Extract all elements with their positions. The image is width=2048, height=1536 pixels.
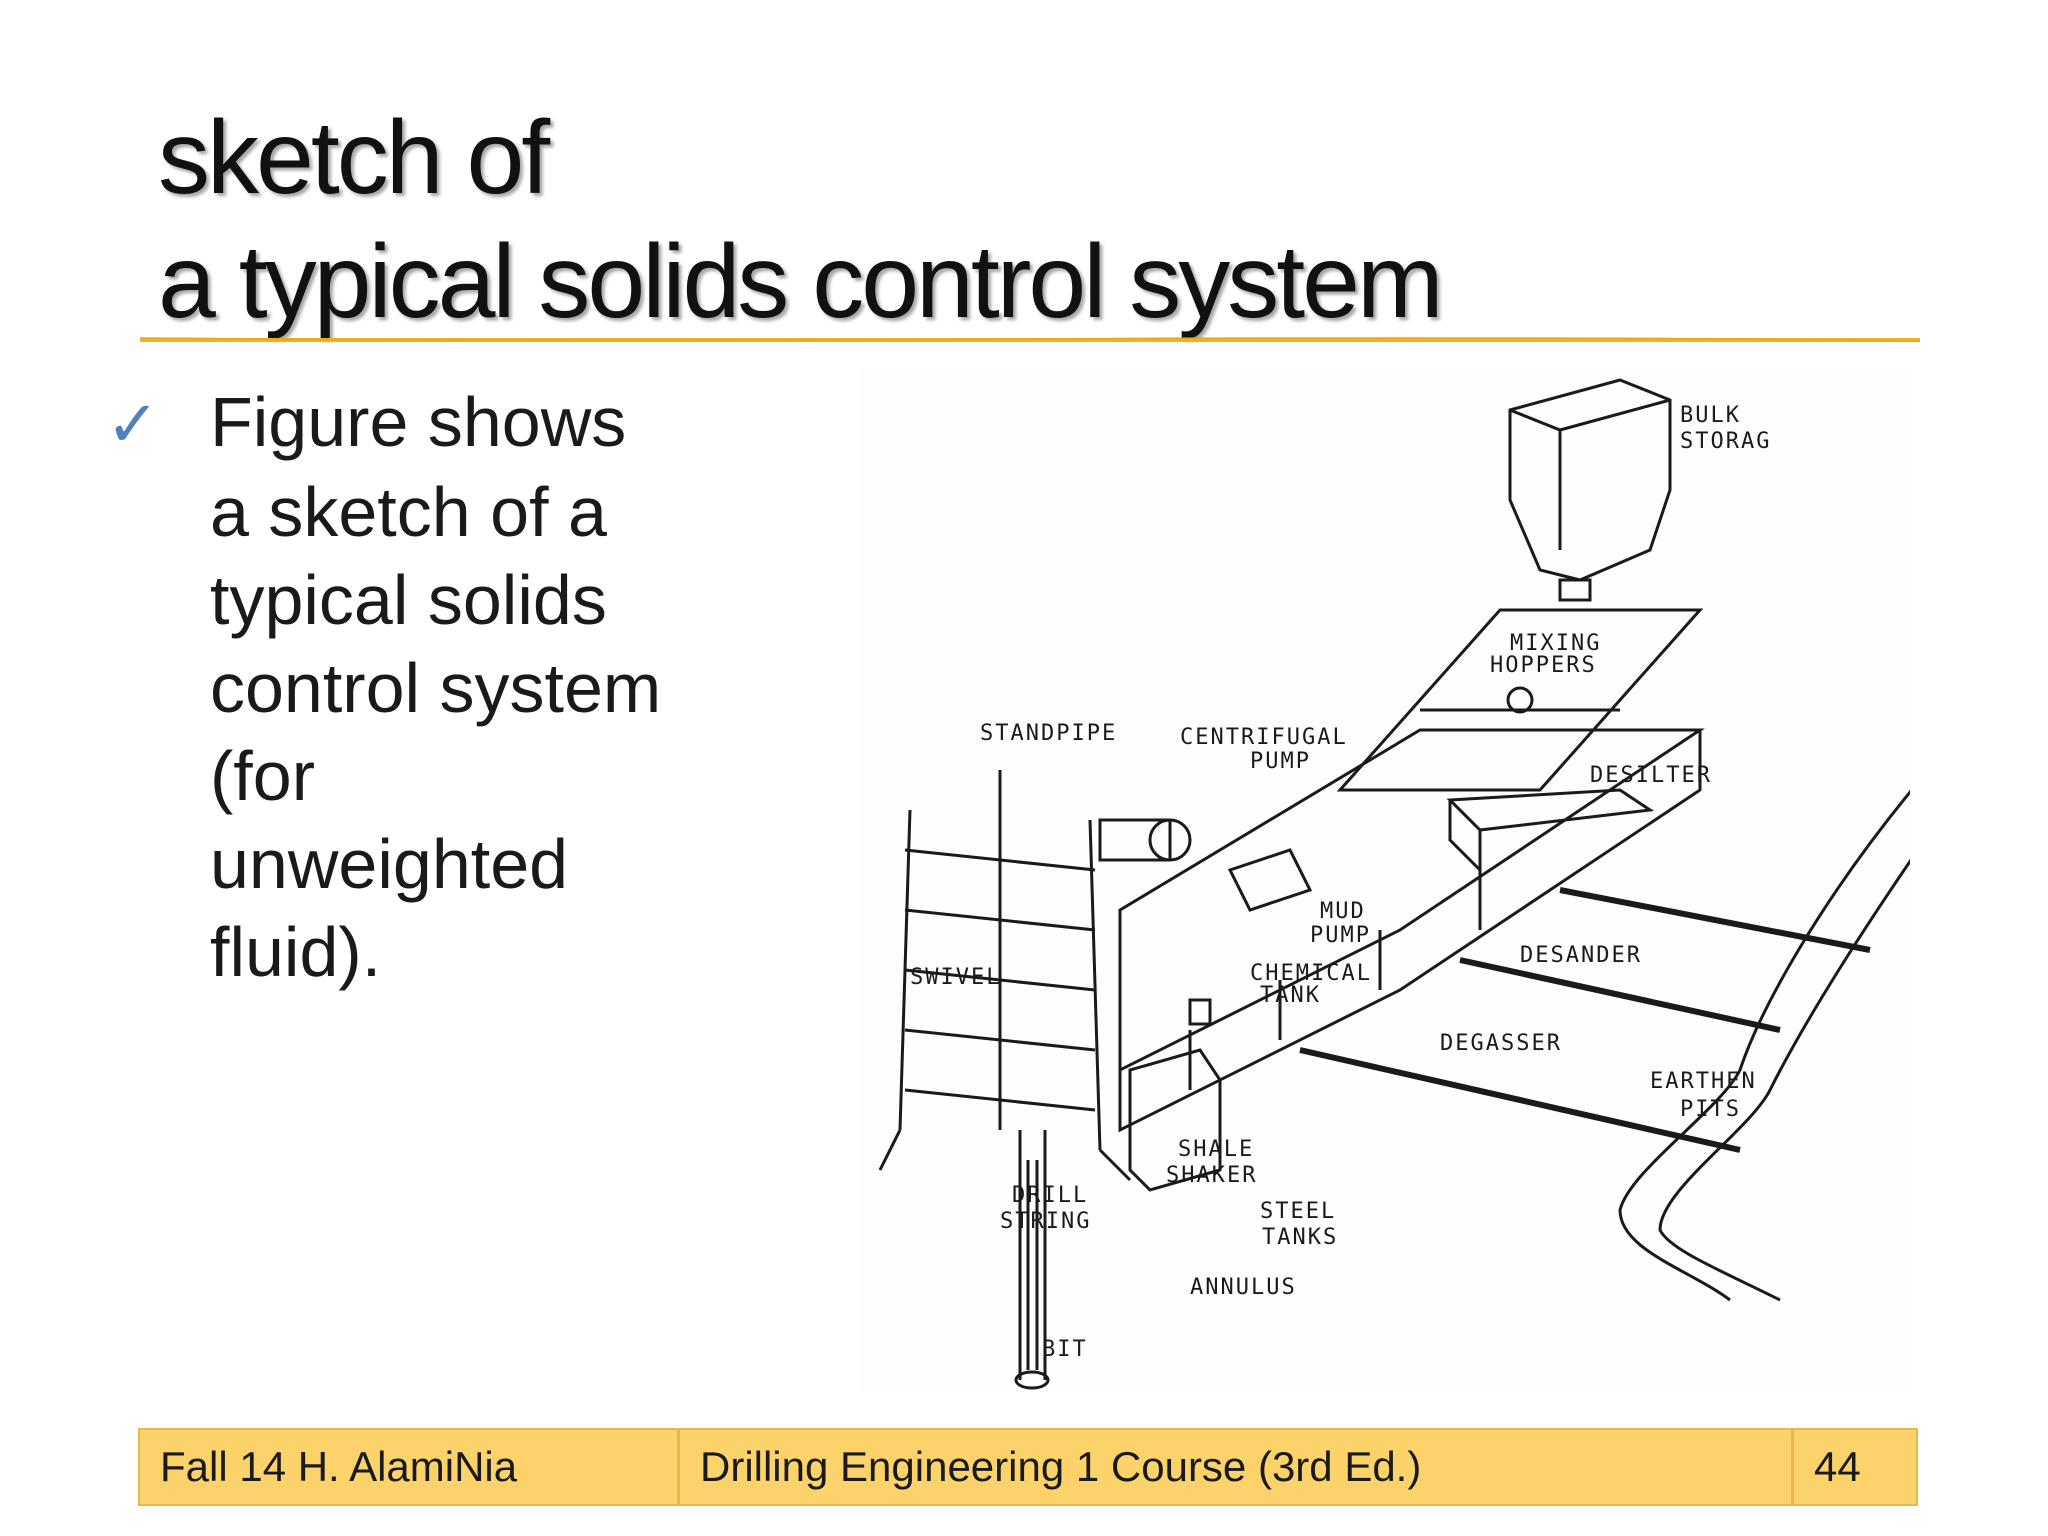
label-mud-pump-1: MUD [1320, 899, 1366, 924]
label-desander: DESANDER [1520, 943, 1642, 968]
label-bulk-storage-1: BULK [1680, 403, 1741, 428]
bullet-line-7: fluid). [210, 913, 382, 991]
label-drill-string-2: STRING [1000, 1209, 1091, 1234]
label-annulus: ANNULUS [1190, 1275, 1297, 1300]
slide-footer: Fall 14 H. AlamiNia Drilling Engineering… [138, 1428, 1918, 1506]
desilter-unit [1446, 788, 1655, 874]
footer-course: Drilling Engineering 1 Course (3rd Ed.) [680, 1430, 1794, 1504]
footer-page-number: 44 [1814, 1443, 1861, 1490]
label-mud-pump-2: PUMP [1310, 923, 1371, 948]
label-steel-tanks-2: TANKS [1262, 1225, 1338, 1250]
label-earthen-pits-1: EARTHEN [1650, 1069, 1757, 1094]
label-drill-string-1: DRILL [1012, 1183, 1088, 1208]
slide-title-line-1: sketch of [158, 100, 550, 216]
solids-control-system-figure: BULK STORAG MIXING HOPPERS STANDPIPE CEN… [860, 370, 1962, 1390]
bullet-line-5: (for [210, 737, 315, 815]
bullet-line-2: a sketch of a [210, 473, 607, 551]
label-steel-tanks-1: STEEL [1260, 1199, 1336, 1224]
slide-title: sketch of a typical solids control syste… [158, 96, 1908, 344]
desander-discharge [1459, 957, 1781, 1033]
drill-string [1014, 1130, 1050, 1390]
title-divider [140, 336, 1920, 342]
chemical-tank [1188, 998, 1212, 1026]
centrifugal-pump [1098, 818, 1192, 862]
label-earthen-pits-2: PITS [1680, 1097, 1741, 1122]
bullet-paragraph: ✓ Figure shows a sketch of a typical soli… [106, 378, 718, 996]
shale-shaker-discharge [1299, 1047, 1741, 1153]
bullet-line-1: Figure shows [210, 383, 627, 461]
label-centrifugal-pump-2: PUMP [1250, 749, 1311, 774]
bullet-line-6: unweighted [210, 825, 569, 903]
label-mixing-hoppers-2: HOPPERS [1490, 653, 1597, 678]
label-centrifugal-pump-1: CENTRIFUGAL [1180, 725, 1348, 750]
label-desilter: DESILTER [1590, 763, 1712, 788]
steel-tanks [1118, 728, 1705, 1133]
bullet-line-3: typical solids [210, 561, 607, 639]
label-chemical-tank-1: CHEMICAL [1250, 961, 1372, 986]
label-chemical-tank-2: TANK [1260, 983, 1321, 1008]
shale-shaker [1128, 1048, 1222, 1192]
mixing-hoppers-platform [1336, 608, 1704, 792]
label-standpipe: STANDPIPE [980, 721, 1117, 746]
footer-author: Fall 14 H. AlamiNia [140, 1430, 680, 1504]
solids-control-sketch: BULK STORAG MIXING HOPPERS STANDPIPE CEN… [878, 378, 1962, 1390]
label-bit: BIT [1042, 1337, 1088, 1362]
bulk-storage-silo [1508, 378, 1672, 602]
label-bulk-storage-2: STORAG [1680, 429, 1771, 454]
mud-pump [1227, 848, 1313, 912]
label-shale-shaker-2: SHAKER [1166, 1163, 1257, 1188]
label-mixing-hoppers-1: MIXING [1510, 631, 1601, 656]
bullet-line-4: control system [210, 649, 662, 727]
desilter-discharge [1559, 887, 1871, 953]
slide-title-line-2: a typical solids control system [158, 224, 1444, 340]
label-swivel: SWIVEL [910, 965, 1001, 990]
checkmark-icon: ✓ [106, 388, 160, 460]
label-shale-shaker-1: SHALE [1178, 1137, 1254, 1162]
earthen-pits [1618, 769, 1962, 1302]
label-degasser: DEGASSER [1440, 1031, 1562, 1056]
derrick [878, 770, 1132, 1182]
